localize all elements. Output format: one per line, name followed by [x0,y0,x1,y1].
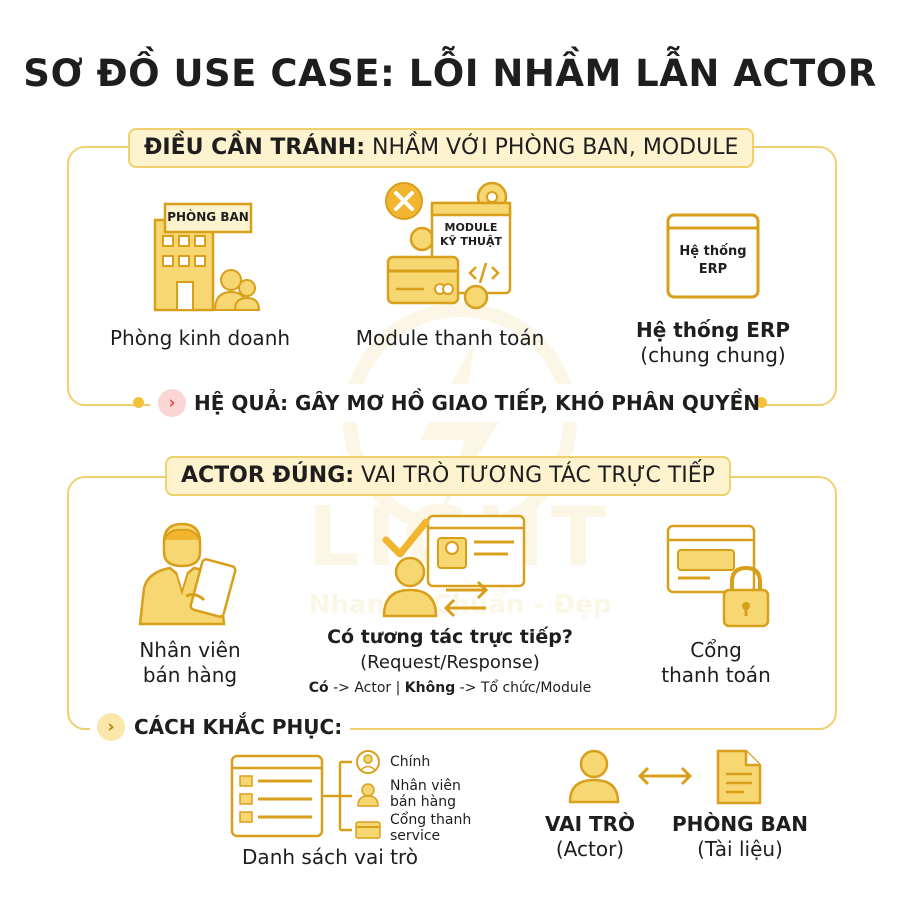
document-icon [714,748,764,806]
building-sign-text: PHÒNG BAN [167,210,249,224]
correct-section-header: ACTOR ĐÚNG: VAI TRÒ TƯƠNG TÁC TRỰC TIẾP [165,456,731,496]
rule-no-rest: -> Tổ chức/Module [455,680,592,696]
interaction-question: Có tương tác trực tiếp? [327,626,573,648]
interaction-check-icon [380,510,530,620]
role-right-sub: (Tài liệu) [697,837,783,861]
erp-screen-icon: Hệ thống ERP [665,212,761,302]
chevron-right-icon: › [97,713,125,741]
role-item-salesperson: Nhân viên bán hàng [390,778,461,810]
correct-item-label-salesperson: Nhân viên bán hàng [110,638,270,688]
avoid-item-label-sales-dept: Phòng kinh doanh [109,326,291,350]
rule-no: Không [404,680,456,696]
tech-module-icon: MODULE KỸ THUẬT [380,175,530,315]
role-right-title: PHÒNG BAN [672,812,808,836]
role-item-gateway: Cổng thanh service [390,812,472,844]
watermark-tagline: Nhanh - Chuẩn - Đẹp [308,590,612,620]
consequence-dot-right [756,397,767,408]
consequence-text: HỆ QUẢ: GÂY MƠ HỒ GIAO TIẾP, KHÓ PHÂN QU… [194,391,761,415]
avoid-item-label-erp: Hệ thống ERP (chung chung) [600,318,826,368]
module-sign-line2: KỸ THUẬT [440,235,502,248]
role-right: PHÒNG BAN (Tài liệu) [660,812,820,862]
avoid-header-rest: NHẦM VỚI PHÒNG BAN, MODULE [372,135,739,160]
salesperson-line1: Nhân viên [139,638,241,662]
building-icon: PHÒNG BAN [143,200,263,315]
correct-header-bold: ACTOR ĐÚNG: [181,463,355,488]
consequence-bg [150,384,750,422]
chevron-right-icon: › [158,389,186,417]
erp-sign-line2: ERP [698,262,728,277]
rule-yes-rest: -> Actor | [328,680,405,696]
payment-gateway-icon [664,520,774,630]
person-icon [564,748,624,804]
erp-sign-line1: Hệ thống [679,244,747,259]
rule-yes: Có [308,680,329,696]
role-list-label: Danh sách vai trò [242,845,418,869]
consequence-dot-left [133,397,144,408]
fix-heading: CÁCH KHẮC PHỤC: [134,715,343,739]
salesperson-line2: bán hàng [142,663,238,687]
interaction-rule: Có -> Actor | Không -> Tổ chức/Module [280,680,620,696]
role-left-title: VAI TRÒ [544,812,636,836]
correct-item-label-gateway: Cổng thanh toán [634,638,798,688]
fix-heading-bg [90,710,350,744]
avoid-header-bold: ĐIỀU CẦN TRÁNH: [144,135,366,160]
salesperson-icon [130,522,250,627]
role-left-sub: (Actor) [555,837,625,861]
erp-label-bold: Hệ thống ERP [635,318,791,342]
avoid-item-label-payment-module: Module thanh toán [355,326,545,350]
erp-label-sub: (chung chung) [640,343,786,367]
gateway-line2: thanh toán [661,663,771,687]
role-left: VAI TRÒ (Actor) [520,812,660,862]
interaction-sub: (Request/Response) [360,652,540,673]
avoid-section-header: ĐIỀU CẦN TRÁNH: NHẦM VỚI PHÒNG BAN, MODU… [128,128,755,168]
gateway-line1: Cổng [690,638,742,662]
module-sign-line1: MODULE [444,221,498,234]
role-list-icon [228,750,388,845]
correct-header-rest: VAI TRÒ TƯƠNG TÁC TRỰC TIẾP [361,463,715,488]
role-item-main: Chính [390,754,431,770]
page-title: SƠ ĐỒ USE CASE: LỖI NHẦM LẪN ACTOR [23,52,877,95]
double-arrow-icon [636,766,694,786]
